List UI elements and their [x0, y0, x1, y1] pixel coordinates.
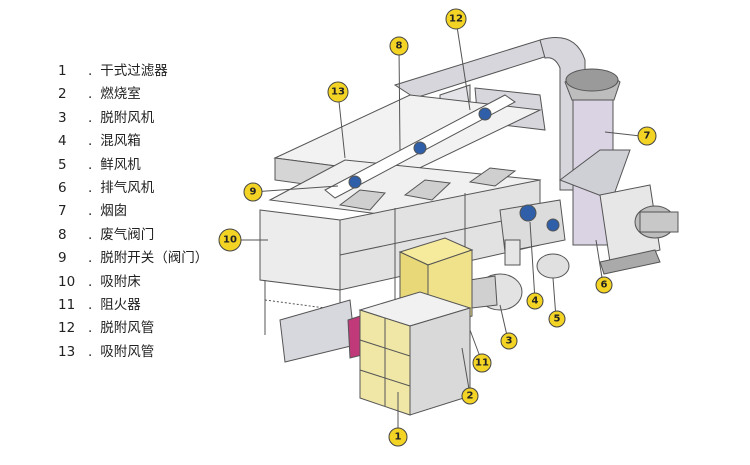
legend-number: 10 — [58, 273, 76, 290]
callout-5: 5 — [548, 310, 566, 328]
callout-1: 1 — [388, 427, 408, 447]
svg-text:10: 10 — [223, 235, 237, 246]
legend-item-4: 4.混风箱 — [58, 130, 208, 153]
legend-label: 排气风机 — [100, 179, 155, 196]
legend-item-8: 8.废气阀门 — [58, 224, 208, 247]
legend-number: 13 — [58, 343, 76, 360]
adsorption-duct-line — [324, 94, 516, 199]
legend-item-7: 7.烟囱 — [58, 200, 208, 223]
legend-number: 11 — [58, 296, 76, 313]
legend-label: 阻火器 — [100, 296, 141, 313]
svg-text:8: 8 — [396, 41, 403, 52]
legend-item-12: 12.脱附风管 — [58, 317, 208, 340]
legend-label: 鲜风机 — [100, 156, 141, 173]
callout-11: 11 — [472, 353, 492, 373]
legend-number: 6 — [58, 179, 67, 196]
legend-label: 脱附风机 — [100, 109, 155, 126]
legend-number: 5 — [58, 156, 67, 173]
legend-number: 1 — [58, 63, 67, 79]
legend-item-2: 2.燃烧室 — [58, 83, 208, 106]
desorption-fan — [469, 273, 523, 311]
dry-filter — [358, 291, 472, 416]
mixing-box — [499, 199, 570, 279]
svg-text:4: 4 — [532, 296, 539, 307]
legend-label: 干式过滤器 — [100, 63, 168, 79]
legend-label: 脱附风管 — [100, 320, 155, 337]
svg-text:6: 6 — [601, 280, 608, 291]
svg-text:3: 3 — [506, 336, 513, 347]
legend-number: 4 — [58, 133, 67, 150]
svg-text:2: 2 — [467, 391, 474, 402]
legend-number: 3 — [58, 109, 67, 126]
legend-item-11: 11.阻火器 — [58, 294, 208, 317]
component-legend: 1.干式过滤器 2.燃烧室 3.脱附风机 4.混风箱 5.鲜风机 6.排气风机 … — [58, 60, 208, 364]
svg-text:1: 1 — [395, 432, 402, 443]
callout-6: 6 — [595, 276, 613, 294]
legend-label: 燃烧室 — [100, 86, 141, 103]
legend-item-1: 1.干式过滤器 — [58, 60, 208, 83]
callout-9: 9 — [243, 182, 263, 202]
svg-text:5: 5 — [554, 314, 561, 325]
legend-label: 废气阀门 — [100, 226, 155, 243]
legend-label: 脱附开关（阀门） — [100, 250, 209, 267]
callout-12: 12 — [445, 8, 467, 30]
callout-8: 8 — [389, 36, 409, 56]
callout-7: 7 — [637, 126, 657, 146]
legend-label: 烟囱 — [100, 203, 128, 220]
legend-item-3: 3.脱附风机 — [58, 107, 208, 130]
callout-4: 4 — [526, 292, 544, 310]
legend-number: 7 — [58, 203, 67, 220]
callout-3: 3 — [500, 332, 518, 350]
legend-number: 12 — [58, 320, 76, 337]
legend-item-10: 10.吸附床 — [58, 271, 208, 294]
svg-text:11: 11 — [475, 358, 489, 369]
legend-item-13: 13.吸附风管 — [58, 341, 208, 364]
legend-item-9: 9.脱附开关（阀门） — [58, 247, 208, 270]
legend-label: 混风箱 — [100, 133, 141, 150]
legend-item-5: 5.鲜风机 — [58, 154, 208, 177]
legend-item-6: 6.排气风机 — [58, 177, 208, 200]
svg-text:9: 9 — [250, 187, 257, 198]
svg-text:13: 13 — [331, 87, 345, 98]
exhaust-fan — [599, 184, 679, 275]
callout-2: 2 — [461, 387, 479, 405]
legend-label: 吸附床 — [100, 273, 141, 290]
legend-number: 2 — [58, 86, 67, 103]
svg-text:7: 7 — [644, 131, 651, 142]
adsorption-inlet-duct — [279, 299, 363, 363]
callout-10: 10 — [218, 228, 242, 252]
legend-label: 吸附风管 — [100, 343, 155, 360]
legend-number: 8 — [58, 226, 67, 243]
svg-text:12: 12 — [449, 14, 463, 25]
legend-number: 9 — [58, 250, 67, 267]
callout-13: 13 — [327, 81, 349, 103]
